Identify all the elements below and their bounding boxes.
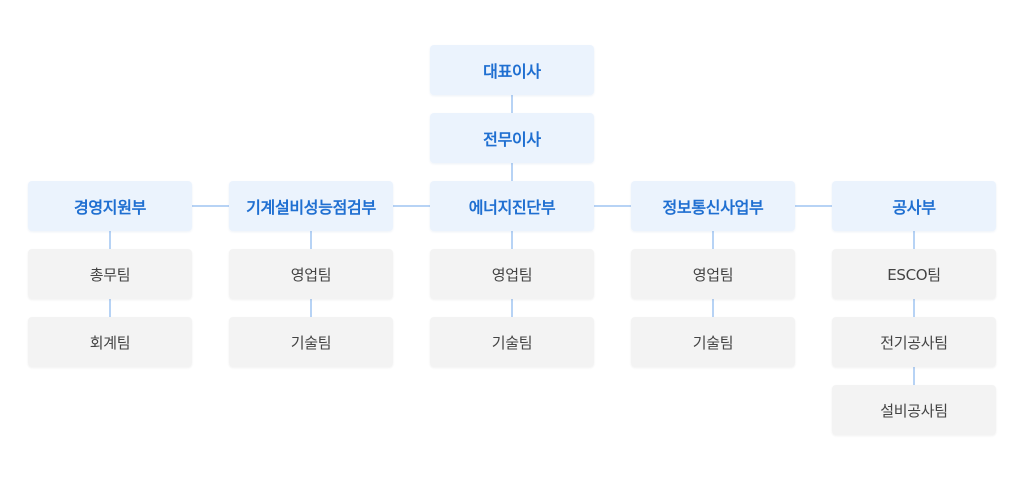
team-technical: 기술팀 xyxy=(631,317,795,367)
team-label: 전기공사팀 xyxy=(880,333,948,352)
team-label: 총무팀 xyxy=(89,265,131,284)
team-label: 영업팀 xyxy=(491,265,533,284)
team-label: 기술팀 xyxy=(692,333,734,352)
node-executive-director: 전무이사 xyxy=(430,113,594,163)
dept-mechanical-inspection: 기계설비성능점검부 xyxy=(229,181,393,231)
team-facility-construction: 설비공사팀 xyxy=(832,385,996,435)
team-sales: 영업팀 xyxy=(430,249,594,299)
team-label: 설비공사팀 xyxy=(880,401,948,420)
team-label: 영업팀 xyxy=(692,265,734,284)
dept-management-support: 경영지원부 xyxy=(28,181,192,231)
team-technical: 기술팀 xyxy=(229,317,393,367)
team-accounting: 회계팀 xyxy=(28,317,192,367)
dept-label: 공사부 xyxy=(892,198,936,217)
team-esco: ESCO팀 xyxy=(832,249,996,299)
team-label: ESCO팀 xyxy=(887,265,941,284)
team-sales: 영업팀 xyxy=(631,249,795,299)
team-sales: 영업팀 xyxy=(229,249,393,299)
node-executive-director-label: 전무이사 xyxy=(483,130,541,149)
team-general-affairs: 총무팀 xyxy=(28,249,192,299)
node-ceo-label: 대표이사 xyxy=(483,62,541,81)
team-label: 회계팀 xyxy=(89,333,131,352)
node-ceo: 대표이사 xyxy=(430,45,594,95)
team-label: 기술팀 xyxy=(491,333,533,352)
dept-label: 경영지원부 xyxy=(73,198,147,217)
dept-ict-business: 정보통신사업부 xyxy=(631,181,795,231)
team-label: 영업팀 xyxy=(290,265,332,284)
dept-label: 정보통신사업부 xyxy=(662,198,764,217)
team-label: 기술팀 xyxy=(290,333,332,352)
dept-construction: 공사부 xyxy=(832,181,996,231)
dept-label: 기계설비성능점검부 xyxy=(246,198,376,217)
dept-energy-diagnosis: 에너지진단부 xyxy=(430,181,594,231)
team-electrical-construction: 전기공사팀 xyxy=(832,317,996,367)
team-technical: 기술팀 xyxy=(430,317,594,367)
dept-label: 에너지진단부 xyxy=(468,198,556,217)
